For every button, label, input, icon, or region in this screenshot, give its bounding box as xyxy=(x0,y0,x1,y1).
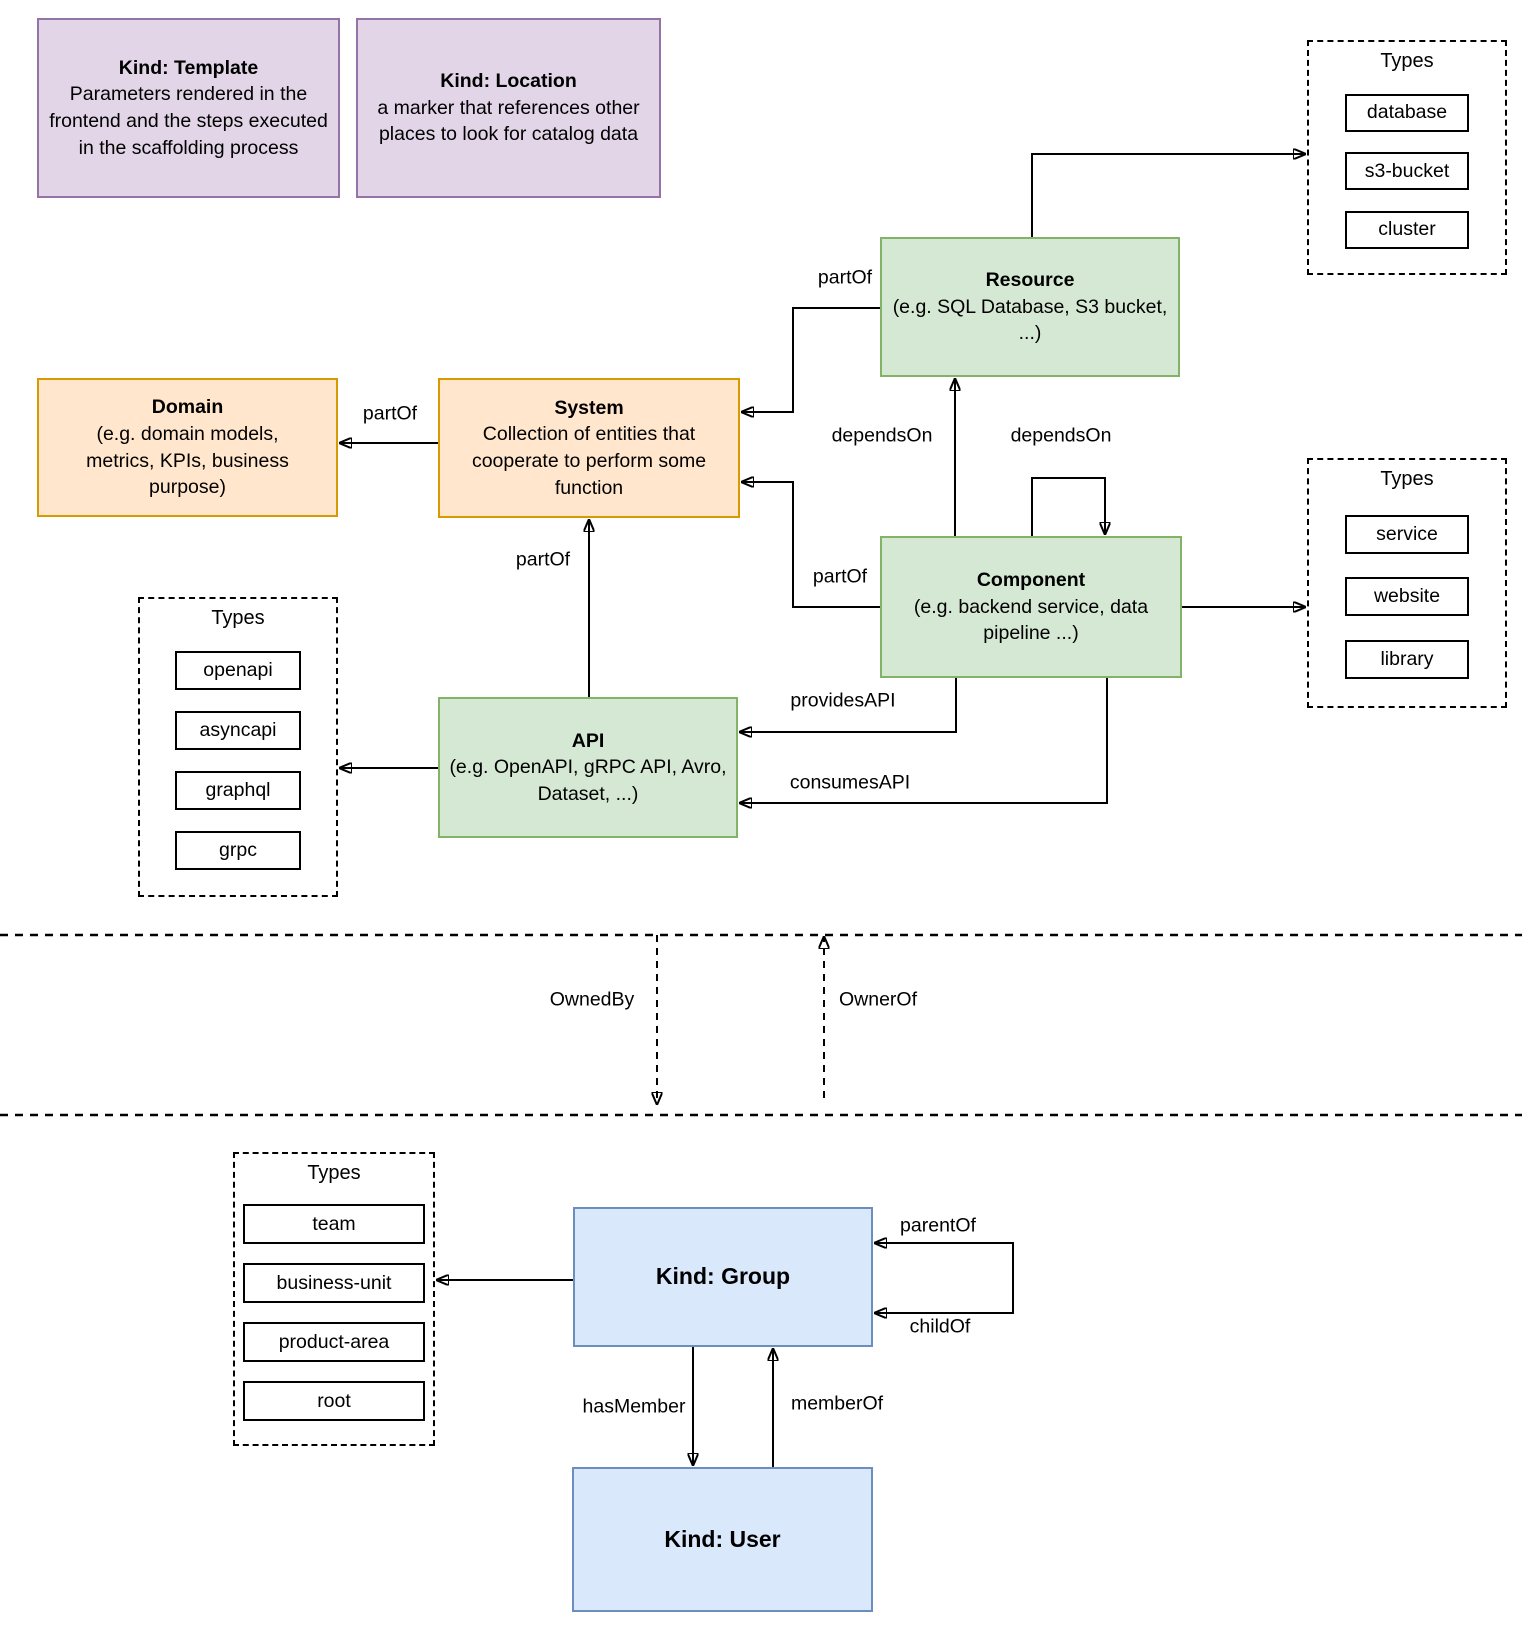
types-panel-title: Types xyxy=(211,607,265,629)
type-item-root: root xyxy=(243,1381,425,1421)
node-description: Collection of entities that cooperate to… xyxy=(471,423,707,499)
edge-label-providesapi: providesAPI xyxy=(787,689,899,713)
node-domain: Domain (e.g. domain models, metrics, KPI… xyxy=(37,378,338,517)
edge-parentof-group-self xyxy=(875,1243,1014,1278)
edge-label-childof: childOf xyxy=(906,1315,974,1339)
type-item-library: library xyxy=(1345,639,1469,679)
node-kind-location: Kind: Location a marker that references … xyxy=(356,18,661,198)
edge-label-hasmember: hasMember xyxy=(579,1395,689,1419)
node-title: Kind: Group xyxy=(655,1263,791,1290)
type-item-database: database xyxy=(1345,93,1469,132)
node-title: Kind: Location xyxy=(440,70,577,93)
node-api: API (e.g. OpenAPI, gRPC API, Avro, Datas… xyxy=(438,697,738,838)
edge-partof-resource-system xyxy=(742,307,880,412)
node-description: (e.g. SQL Database, S3 bucket, ...) xyxy=(892,295,1168,345)
types-panel-items: service website library xyxy=(1309,491,1505,706)
node-description: Parameters rendered in the frontend and … xyxy=(49,83,328,159)
node-description: a marker that references other places to… xyxy=(377,96,640,146)
node-title: Kind: User xyxy=(664,1525,781,1552)
node-kind-user: Kind: User xyxy=(572,1467,873,1612)
types-panel-title: Types xyxy=(1380,50,1434,72)
edge-label-memberof: memberOf xyxy=(787,1392,887,1416)
node-title: Resource xyxy=(985,269,1075,292)
types-panel-items: database s3-bucket cluster xyxy=(1309,73,1505,273)
type-item-service: service xyxy=(1345,514,1469,554)
types-panel-resource: Types database s3-bucket cluster xyxy=(1307,40,1507,275)
edge-consumesapi-component-api xyxy=(740,678,1108,803)
edge-label-partof-resource: partOf xyxy=(814,266,876,290)
edge-label-ownedby: OwnedBy xyxy=(546,988,638,1012)
types-panel-api: Types openapi asyncapi graphql grpc xyxy=(138,597,338,897)
edge-label-ownerof: OwnerOf xyxy=(835,988,921,1012)
node-description: (e.g. backend service, data pipeline ...… xyxy=(913,595,1149,645)
node-description: (e.g. OpenAPI, gRPC API, Avro, Dataset, … xyxy=(449,756,727,805)
node-title: Domain xyxy=(151,396,224,419)
type-item-graphql: graphql xyxy=(175,771,301,810)
edge-label-consumesapi: consumesAPI xyxy=(786,771,914,795)
edge-dependson-component-self xyxy=(1031,477,1105,536)
type-item-business-unit: business-unit xyxy=(243,1263,425,1303)
types-panel-title: Types xyxy=(1380,468,1434,490)
node-component: Component (e.g. backend service, data pi… xyxy=(880,536,1182,678)
types-panel-items: openapi asyncapi graphql grpc xyxy=(140,630,336,895)
node-system: System Collection of entities that coope… xyxy=(438,378,740,518)
node-title: Kind: Template xyxy=(118,56,259,79)
type-item-openapi: openapi xyxy=(175,651,301,690)
type-item-grpc: grpc xyxy=(175,831,301,870)
type-item-cluster: cluster xyxy=(1345,210,1469,249)
edge-label-dependson-self: dependsOn xyxy=(1007,424,1115,448)
type-item-asyncapi: asyncapi xyxy=(175,711,301,750)
type-item-website: website xyxy=(1345,577,1469,616)
edge-label-dependson-resource: dependsOn xyxy=(828,424,936,448)
edge-childof-group-self xyxy=(875,1278,1014,1313)
edge-label-parentof: parentOf xyxy=(897,1214,979,1238)
node-kind-group: Kind: Group xyxy=(573,1207,873,1347)
node-resource: Resource (e.g. SQL Database, S3 bucket, … xyxy=(880,237,1180,377)
types-panel-group: Types team business-unit product-area ro… xyxy=(233,1152,435,1446)
type-item-s3-bucket: s3-bucket xyxy=(1345,152,1469,190)
node-description: (e.g. domain models, metrics, KPIs, busi… xyxy=(86,422,289,499)
edge-partof-component-system xyxy=(742,482,880,608)
types-panel-component: Types service website library xyxy=(1307,458,1507,708)
edge-providesapi-component-api xyxy=(740,678,957,732)
edge-resource-to-types xyxy=(1031,154,1305,237)
edge-label-partof-component: partOf xyxy=(809,565,871,589)
node-kind-template: Kind: Template Parameters rendered in th… xyxy=(37,18,340,198)
types-panel-title: Types xyxy=(307,1162,361,1184)
types-panel-items: team business-unit product-area root xyxy=(235,1185,433,1444)
edge-label-partof-api: partOf xyxy=(512,548,574,572)
node-title: System xyxy=(554,396,624,419)
type-item-product-area: product-area xyxy=(243,1322,425,1362)
node-title: API xyxy=(571,729,605,752)
edge-label-partof-system: partOf xyxy=(359,402,421,426)
type-item-team: team xyxy=(243,1204,425,1244)
node-title: Component xyxy=(976,569,1086,592)
